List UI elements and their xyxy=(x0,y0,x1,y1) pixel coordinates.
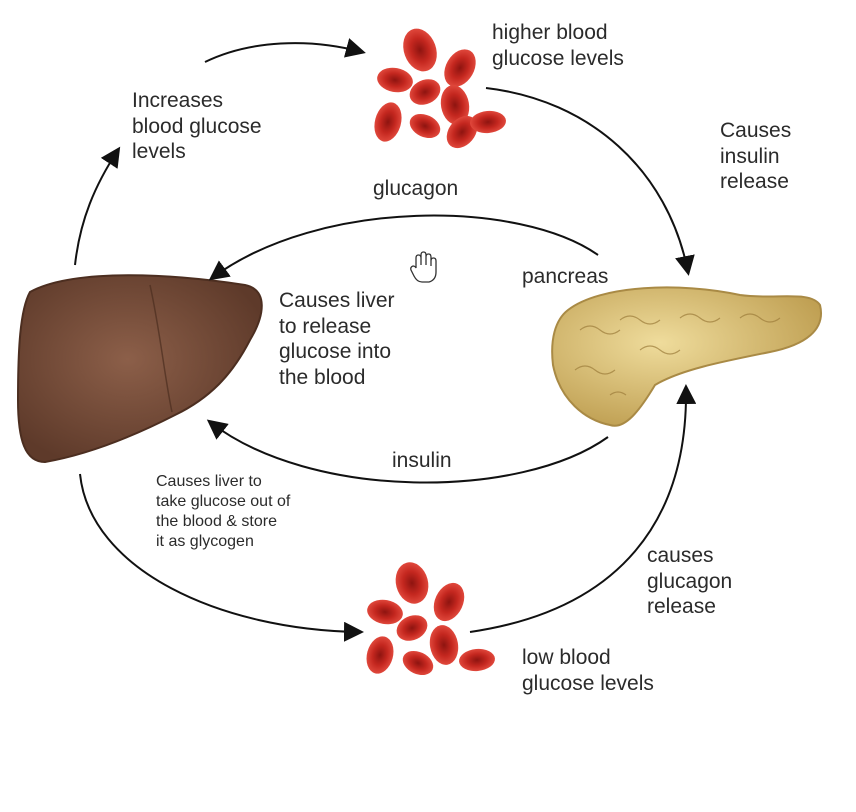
arrow-increases-glucose xyxy=(74,146,121,266)
label-increases-glucose: Increases blood glucose levels xyxy=(132,89,262,164)
label-low-blood-glucose: low blood glucose levels xyxy=(522,646,654,695)
arrow-to-high-glucose xyxy=(204,38,366,63)
label-causes-insulin-release: Causes insulin release xyxy=(720,119,792,194)
label-pancreas: pancreas xyxy=(522,265,609,288)
arrow-glucagon-to-liver xyxy=(208,214,599,281)
cycle-arrows xyxy=(74,38,697,642)
pancreas-illustration xyxy=(551,286,822,427)
label-insulin: insulin xyxy=(392,449,452,472)
arrow-insulin-to-liver xyxy=(206,419,609,484)
label-liver-store-glycogen: Causes liver to take glucose out of the … xyxy=(156,473,291,550)
label-liver-release-glucose: Causes liver to release glucose into the… xyxy=(279,289,395,389)
label-higher-blood-glucose: higher blood glucose levels xyxy=(492,21,624,70)
label-causes-glucagon-release: causes glucagon release xyxy=(647,544,733,619)
liver-illustration xyxy=(16,274,263,464)
red-blood-cells-low xyxy=(366,562,495,676)
arrow-to-pancreas-insulin-release xyxy=(485,87,695,276)
red-blood-cells-high xyxy=(374,28,506,149)
arrow-liver-to-low-glucose xyxy=(79,473,364,642)
label-glucagon: glucagon xyxy=(373,177,459,200)
arrow-to-pancreas-glucagon-release xyxy=(469,384,697,633)
hand-cursor-icon xyxy=(410,251,437,283)
